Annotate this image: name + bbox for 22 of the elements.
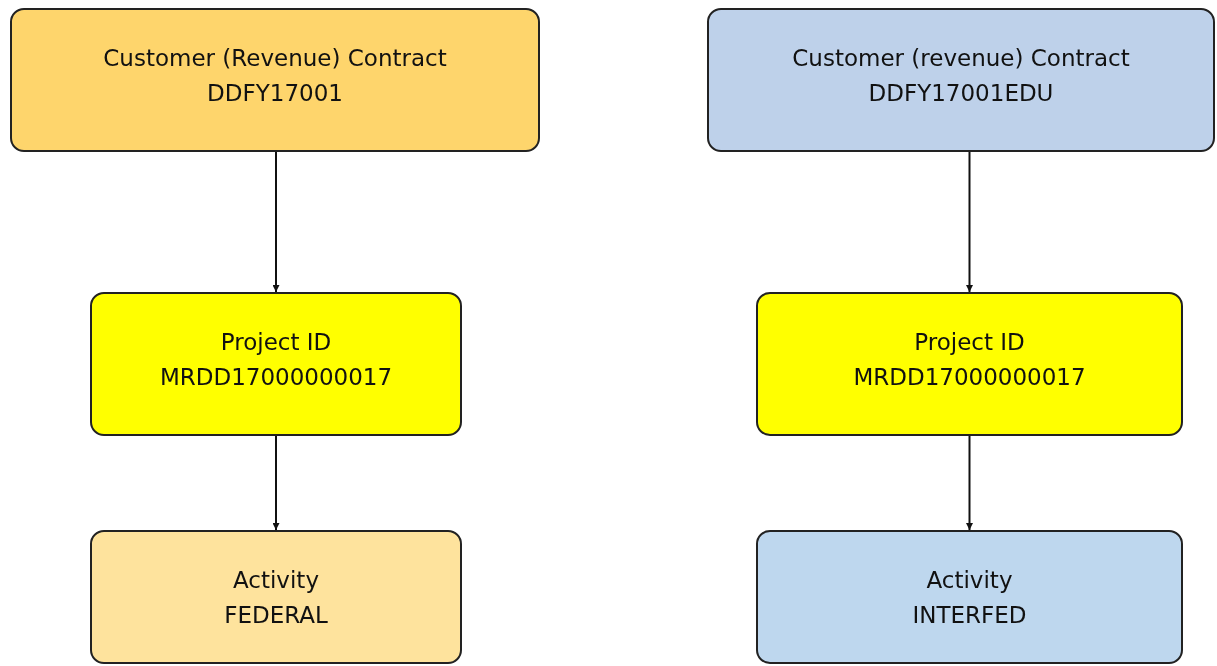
box-id: MRDD17000000017	[159, 362, 393, 392]
process-box	[90, 530, 462, 664]
box-id: DDFY17001EDU	[868, 78, 1054, 108]
box-id: FEDERAL	[224, 600, 328, 630]
arrow	[272, 435, 280, 531]
box-heading: Project ID	[914, 328, 1025, 357]
process-box	[756, 292, 1183, 436]
process-box	[90, 292, 462, 436]
arrow	[966, 151, 973, 293]
box-id: INTERFED	[912, 600, 1027, 630]
arrow	[966, 435, 973, 531]
process-box	[756, 530, 1183, 664]
box-heading: Project ID	[220, 328, 332, 357]
process-box	[10, 8, 540, 152]
arrow	[272, 151, 280, 293]
box-heading: Activity	[926, 566, 1013, 595]
box-heading: Activity	[233, 566, 319, 595]
box-id: DDFY17001	[207, 78, 343, 108]
process-box	[707, 8, 1215, 152]
box-id: MRDD17000000017	[853, 362, 1086, 392]
box-heading: Customer (revenue) Contract	[792, 44, 1130, 73]
box-heading: Customer (Revenue) Contract	[103, 44, 447, 73]
